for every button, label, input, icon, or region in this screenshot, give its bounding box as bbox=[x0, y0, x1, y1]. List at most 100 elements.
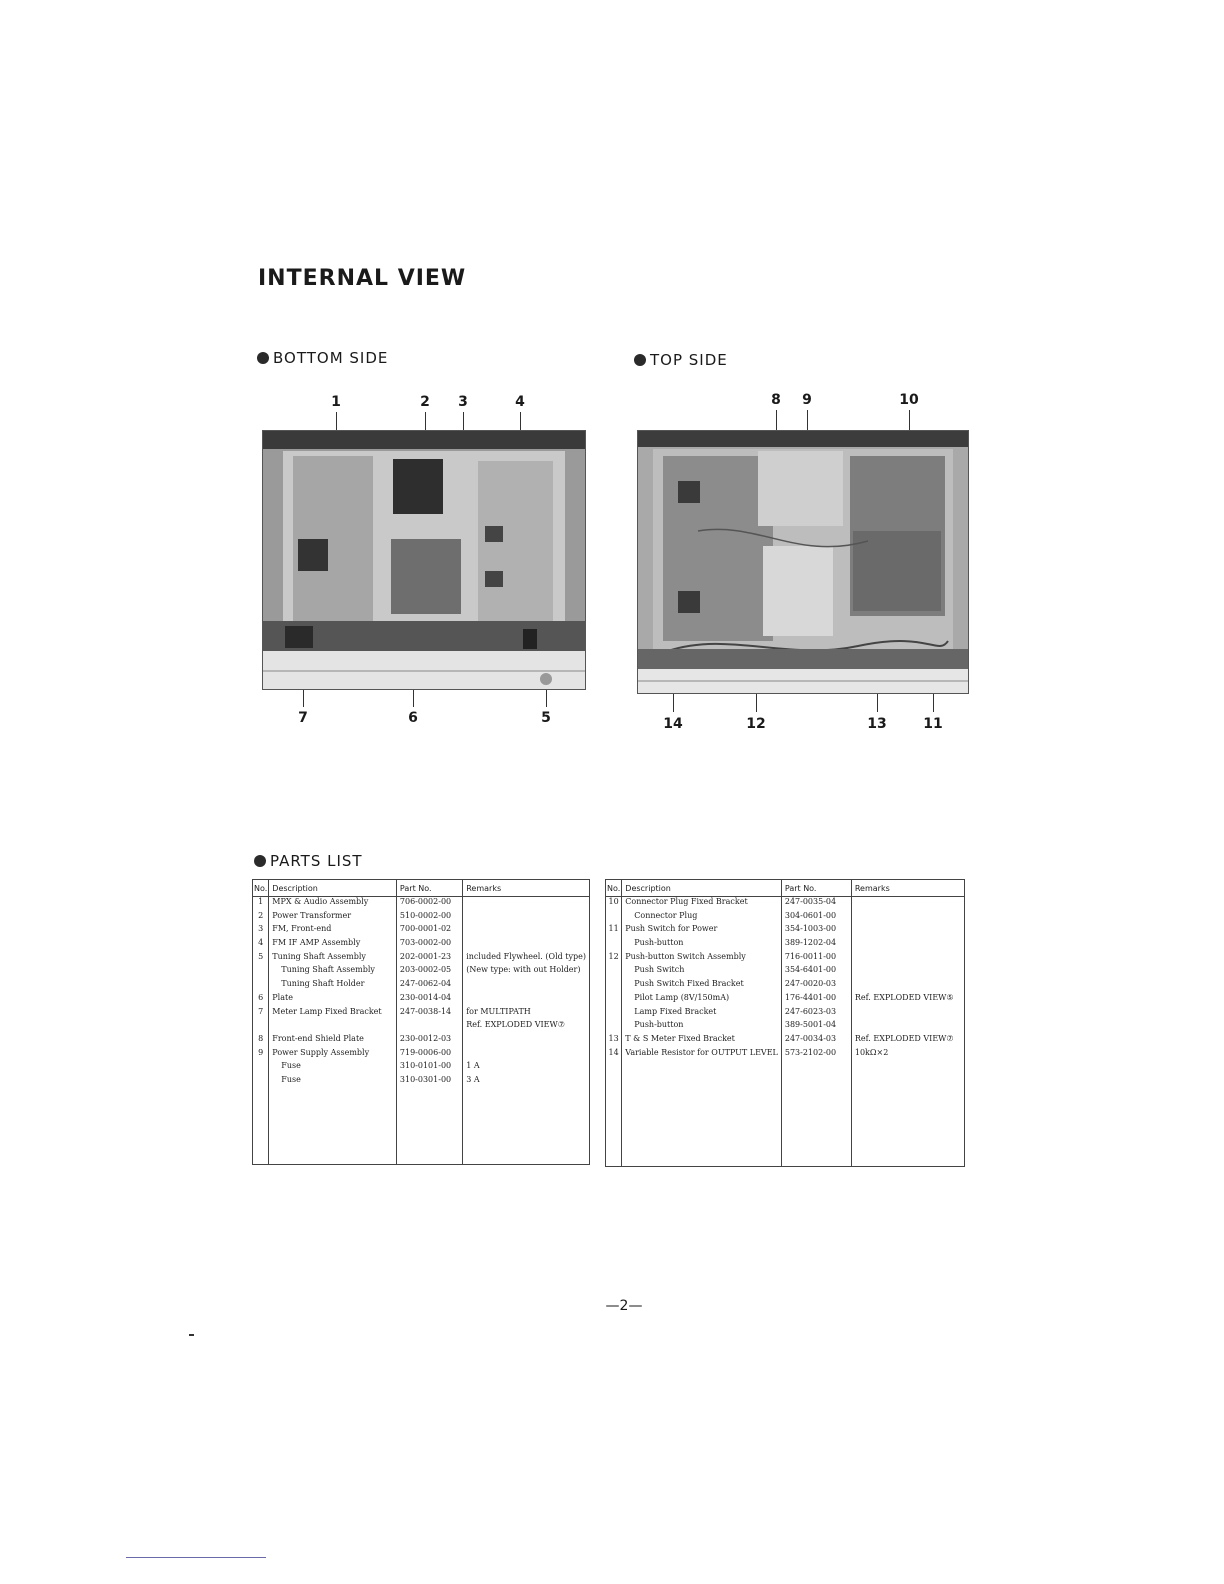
cell-no: 9 bbox=[251, 1047, 270, 1062]
cell-part: 716-0011-00 bbox=[780, 951, 852, 966]
col-remarks: Remarks bbox=[850, 879, 966, 897]
cell-remarks: for MULTIPATH bbox=[462, 1006, 590, 1021]
cell-no bbox=[604, 979, 623, 993]
cell-desc: Fuse bbox=[268, 1061, 397, 1075]
bottom-side-heading-text: BOTTOM SIDE bbox=[273, 349, 389, 367]
cell-remarks: Ref. EXPLODED VIEW⑤ bbox=[850, 992, 966, 1007]
callout-7: 7 bbox=[298, 710, 308, 726]
top-side-photo bbox=[637, 430, 969, 694]
table-filler-row bbox=[251, 1088, 590, 1165]
cell-remarks: Ref. EXPLODED VIEW⑦ bbox=[462, 1020, 590, 1034]
col-no: No. bbox=[604, 879, 623, 897]
cell-part: 389-1202-04 bbox=[780, 938, 852, 952]
cell-no: 10 bbox=[604, 896, 623, 911]
cell-empty bbox=[850, 1061, 966, 1168]
cell-no bbox=[604, 1020, 623, 1034]
cell-part: 310-0101-00 bbox=[395, 1061, 464, 1075]
cell-no bbox=[251, 1020, 270, 1034]
parts-list-heading-text: PARTS LIST bbox=[270, 852, 363, 870]
cell-no: 7 bbox=[251, 1006, 270, 1021]
cell-remarks bbox=[462, 1033, 590, 1048]
top-side-chassis-image bbox=[638, 431, 968, 693]
cell-remarks bbox=[462, 1047, 590, 1062]
cell-remarks bbox=[850, 910, 966, 925]
cell-part: 310-0301-00 bbox=[395, 1074, 464, 1089]
cell-desc: Front-end Shield Plate bbox=[268, 1033, 397, 1048]
cell-no: 3 bbox=[251, 924, 270, 939]
cell-no bbox=[251, 1074, 270, 1089]
cell-no bbox=[604, 938, 623, 952]
cell-remarks bbox=[850, 1006, 966, 1021]
cell-desc: FM IF AMP Assembly bbox=[268, 938, 397, 952]
cell-no: 13 bbox=[604, 1033, 623, 1048]
cell-no bbox=[604, 1006, 623, 1021]
cell-no: 8 bbox=[251, 1033, 270, 1048]
cell-no: 12 bbox=[604, 951, 623, 966]
cell-part: 700-0001-02 bbox=[395, 924, 464, 939]
callout-5: 5 bbox=[541, 710, 551, 726]
cell-no bbox=[604, 910, 623, 925]
cell-desc: Lamp Fixed Bracket bbox=[621, 1006, 782, 1021]
cell-remarks bbox=[462, 924, 590, 939]
cell-desc bbox=[268, 1020, 397, 1034]
page-number: —2— bbox=[605, 1298, 643, 1314]
cell-desc: Fuse bbox=[268, 1074, 397, 1089]
cell-empty bbox=[621, 1061, 782, 1168]
cell-part: 703-0002-00 bbox=[395, 938, 464, 952]
cell-remarks: included Flywheel. (Old type) bbox=[462, 951, 590, 966]
cell-remarks: 1 A bbox=[462, 1061, 590, 1075]
cell-no bbox=[604, 992, 623, 1007]
cell-no: 11 bbox=[604, 924, 623, 939]
bullet-icon bbox=[254, 855, 266, 867]
callout-1: 1 bbox=[331, 394, 341, 410]
cell-remarks bbox=[462, 938, 590, 952]
top-side-heading: TOP SIDE bbox=[634, 351, 728, 369]
cell-part: 247-0035-04 bbox=[780, 896, 852, 911]
cell-remarks bbox=[850, 951, 966, 966]
cell-part bbox=[395, 1020, 464, 1034]
table-row: Ref. EXPLODED VIEW⑦ bbox=[251, 1020, 590, 1034]
cell-remarks bbox=[462, 979, 590, 993]
cell-remarks bbox=[462, 992, 590, 1007]
cell-remarks: (New type: with out Holder) bbox=[462, 965, 590, 980]
cell-desc: Variable Resistor for OUTPUT LEVEL bbox=[621, 1047, 782, 1062]
cell-desc: Push Switch for Power bbox=[621, 924, 782, 939]
cell-desc: Push-button Switch Assembly bbox=[621, 951, 782, 966]
callout-2: 2 bbox=[420, 394, 430, 410]
cell-part: 247-0038-14 bbox=[395, 1006, 464, 1021]
cell-no bbox=[604, 965, 623, 980]
col-description: Description bbox=[621, 879, 782, 897]
cell-remarks bbox=[850, 896, 966, 911]
callout-6: 6 bbox=[408, 710, 418, 726]
callout-14: 14 bbox=[663, 716, 683, 732]
cell-desc: Tuning Shaft Assembly bbox=[268, 965, 397, 980]
cell-part: 510-0002-00 bbox=[395, 910, 464, 925]
cell-no: 6 bbox=[251, 992, 270, 1007]
col-part-no: Part No. bbox=[395, 879, 464, 897]
cell-desc: Push Switch Fixed Bracket bbox=[621, 979, 782, 993]
cell-desc: Tuning Shaft Holder bbox=[268, 979, 397, 993]
cell-part: 706-0002-00 bbox=[395, 896, 464, 911]
cell-part: 247-0020-03 bbox=[780, 979, 852, 993]
callout-11: 11 bbox=[923, 716, 943, 732]
cell-part: 202-0001-23 bbox=[395, 951, 464, 966]
cell-remarks bbox=[850, 1020, 966, 1034]
callout-4: 4 bbox=[515, 394, 525, 410]
cell-part: 573-2102-00 bbox=[780, 1047, 852, 1062]
